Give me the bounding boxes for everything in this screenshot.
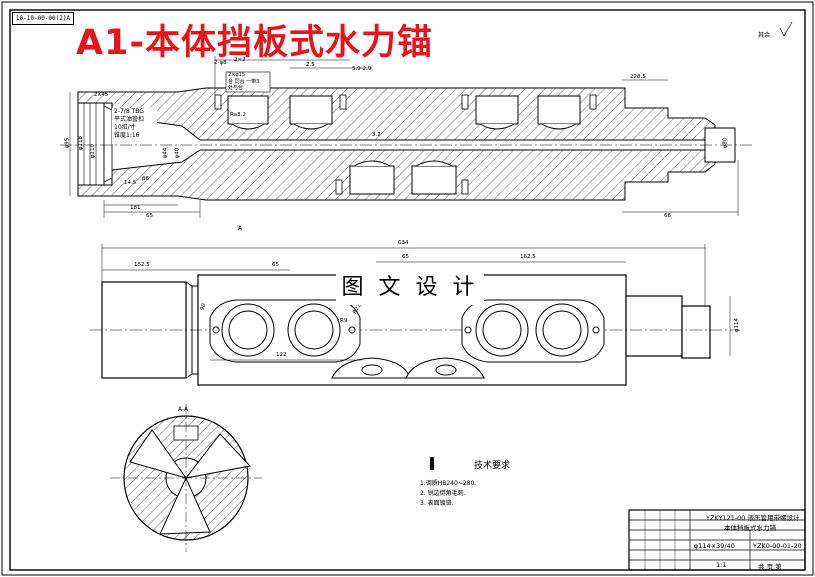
corner-note: 其余 [758, 32, 771, 39]
dim-label: R9 [340, 318, 348, 324]
dim-label: φ95 [64, 137, 71, 149]
inner-frame [9, 9, 806, 571]
dim-label: 65 [272, 262, 279, 268]
dim-label: 3.2 [372, 132, 381, 138]
title-block-part-name: 本体挡板式水力锚 [724, 524, 776, 532]
dim-label: 2-φ8 [214, 60, 227, 66]
dim-label: 66 [664, 213, 671, 219]
dim-label: φ118 [78, 135, 85, 151]
title-block-company: YZKY121-00 液压管用带螺设计 [706, 514, 800, 522]
drawing-title: A1-本体挡板式水力锚 [76, 23, 433, 63]
view-label-a: A [238, 225, 243, 232]
dim-label: 181 [130, 205, 141, 211]
thread-note-line: 平式油管扣 [114, 116, 145, 123]
dim-label: 2.5 [306, 62, 315, 68]
dim-label: 634 [398, 240, 409, 246]
pocket-note-line: 台 同台 一带3 [228, 78, 260, 85]
dim-label: 152.5 [134, 262, 150, 268]
pocket-note-line: 处与台 [228, 85, 244, 91]
pocket-note-line: 2×φ15 [228, 72, 246, 78]
title-block-scale: 1:1 [716, 561, 727, 569]
dim-label: 228.5 [630, 74, 646, 80]
tech-requirement-item: 1.调质HB240~280. [420, 480, 477, 487]
thread-note: 2-7/8 TBG 平式油管扣 10扣/寸 锥度1:16 [114, 108, 144, 140]
section-view-top [60, 56, 755, 218]
dim-label: Ra3.2 [230, 112, 246, 118]
body-hatch-upper [77, 87, 716, 141]
title-block [628, 509, 806, 571]
dim-label: 14.5 [124, 180, 137, 186]
dim-label: β6 [142, 176, 150, 182]
dim-label: 122 [276, 352, 287, 358]
roughness-symbol [779, 21, 793, 37]
tech-requirement-item: 3. 表面镀铬. [420, 500, 454, 507]
dim-label: φ80 [722, 137, 729, 149]
thread-note-line: 10扣/寸 [114, 124, 136, 131]
dim-label: φ110 [90, 143, 97, 159]
dim-label: φ40 [174, 147, 181, 159]
dim-label: 2×2 [234, 57, 246, 63]
title-block-spec: φ114×39/40 [694, 542, 735, 550]
title-block-drawing-no: YZK0-00-01-20 [753, 542, 802, 550]
dim-label: 65 [402, 254, 409, 260]
dim-label: 162.5 [520, 254, 536, 260]
tech-requirement-item: 2. 锐边倒角毛刺. [420, 490, 466, 497]
thread-note-line: 2-7/8 TBG [114, 108, 144, 115]
watermark: 图 文 设 计 [336, 271, 484, 305]
retainer-plates [209, 299, 605, 363]
section-aa [110, 404, 262, 552]
dim-label: 2X45 [94, 92, 109, 98]
section-aa-label: A-A [178, 406, 189, 413]
front-view [90, 244, 740, 386]
dim-label: 5.9 2.9 [352, 66, 372, 72]
dim-label: φ44 [162, 147, 169, 159]
title-block-sheet: 共 页 第 [758, 563, 782, 571]
dim-label: 65 [146, 213, 153, 219]
thread-note-line: 锥度1:16 [114, 132, 140, 139]
tech-requirements-title: 技术要求 [474, 461, 511, 471]
pocket-note: 2×φ15 台 同台 一带3 处与台 [228, 72, 259, 92]
drawing-code: 10-10-00-00(2)A [12, 12, 74, 25]
dim-label: φ114 [734, 317, 741, 333]
